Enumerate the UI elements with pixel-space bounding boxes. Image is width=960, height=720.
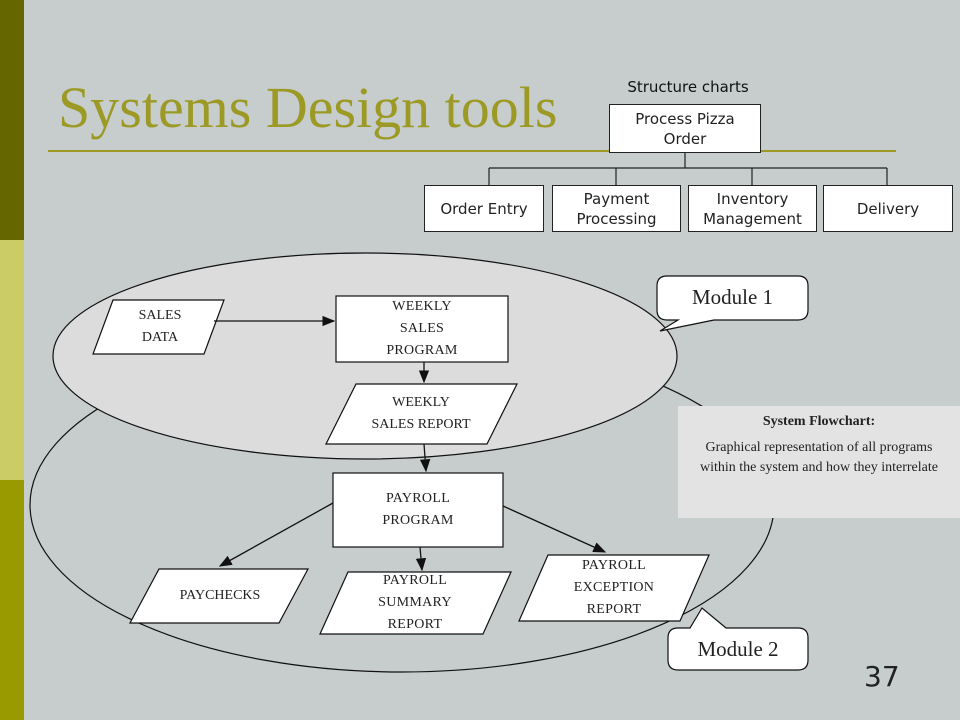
- structure-child-order-entry: Order Entry: [424, 185, 544, 232]
- structure-chart-connectors: [488, 153, 888, 185]
- weekly-sales-program-shape: [335, 295, 509, 363]
- structure-child-delivery: Delivery: [823, 185, 953, 232]
- structure-chart-caption: Structure charts: [627, 78, 749, 96]
- structure-root-box: Process Pizza Order: [609, 104, 761, 153]
- payroll-summary-report-label: PAYROLL SUMMARY REPORT: [378, 573, 452, 632]
- structure-child-label: Delivery: [856, 199, 920, 218]
- weekly-sales-program-label: WEEKLY SALES PROGRAM: [386, 299, 458, 358]
- sidebar-stripe-mid: [0, 480, 24, 720]
- structure-child-label: Payment Processing: [576, 189, 657, 228]
- weekly-sales-report-shape: [325, 383, 518, 445]
- sales-data-label: SALES DATA: [138, 308, 182, 345]
- structure-root-label: Process Pizza Order: [635, 109, 735, 148]
- structure-child-label: Inventory Management: [703, 189, 802, 228]
- definition-heading: System Flowchart:: [762, 414, 876, 429]
- structure-child-label: Order Entry: [440, 199, 528, 218]
- slide-title: Systems Design tools: [58, 75, 558, 140]
- sidebar-stripe-light: [0, 240, 24, 480]
- sales-data-shape: [92, 299, 225, 355]
- structure-child-inventory-management: Inventory Management: [688, 185, 817, 232]
- payroll-program-shape: [332, 472, 504, 548]
- module2-callout-shape: [667, 607, 809, 671]
- structure-child-payment-processing: Payment Processing: [552, 185, 681, 232]
- payroll-exception-report-label: PAYROLL EXCEPTION REPORT: [573, 558, 655, 617]
- payroll-exception-report-shape: [518, 554, 710, 622]
- module2-label: Module 2: [697, 637, 779, 661]
- page-number: 37: [864, 660, 900, 693]
- sidebar-stripe-dark: [0, 0, 24, 240]
- module1-label: Module 1: [691, 285, 774, 309]
- module1-callout-shape: [656, 275, 809, 332]
- definition-box: System Flowchart: Graphical representati…: [678, 406, 960, 518]
- payroll-summary-report-shape: [319, 571, 512, 635]
- paychecks-label: PAYCHECKS: [179, 588, 261, 603]
- definition-text: Graphical representation of all programs…: [700, 440, 938, 475]
- payroll-program-label: PAYROLL PROGRAM: [382, 491, 454, 528]
- flowchart-arrows: [214, 315, 607, 572]
- paychecks-shape: [128, 568, 310, 624]
- weekly-sales-report-label: WEEKLY SALES REPORT: [371, 395, 471, 432]
